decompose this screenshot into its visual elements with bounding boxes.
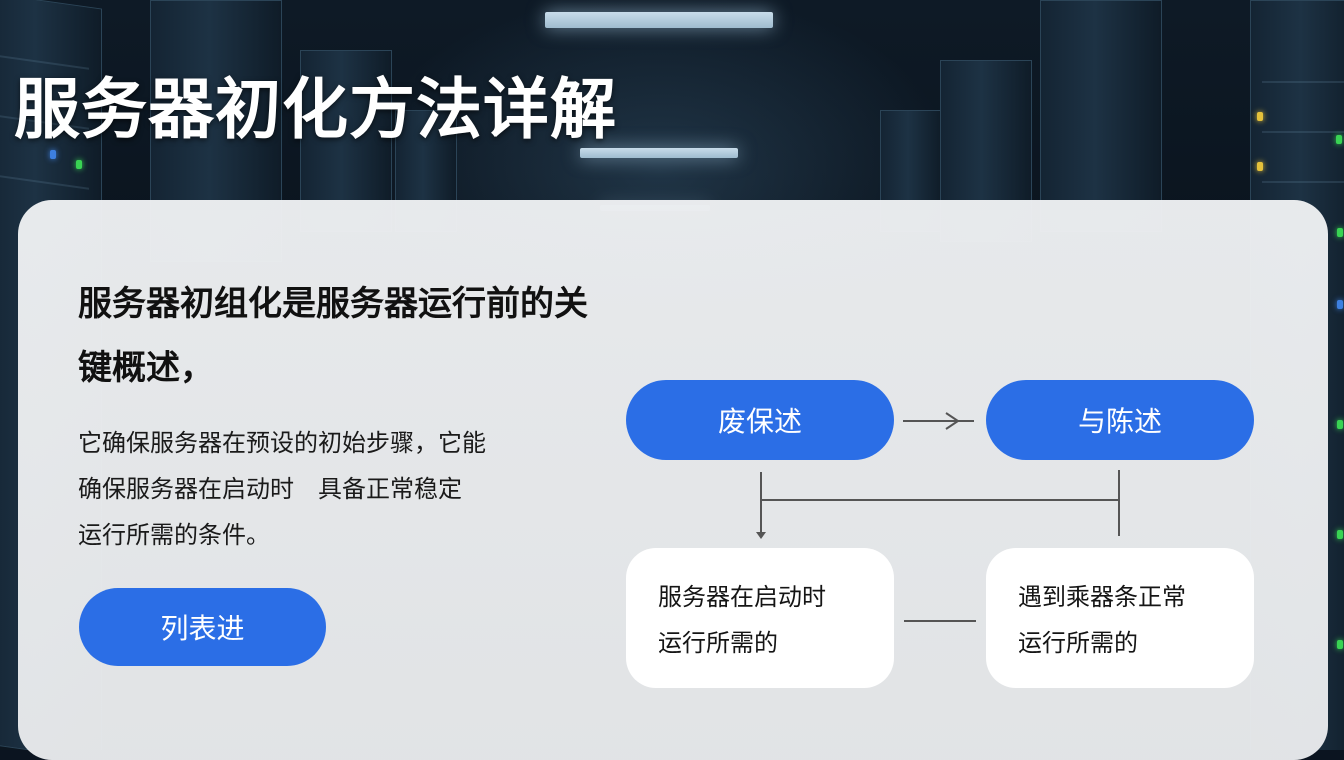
- ceiling-light: [545, 12, 773, 28]
- status-led: [50, 150, 56, 159]
- card-line: 运行所需的: [658, 629, 778, 657]
- body-line: 运行所需的条件。: [78, 521, 270, 549]
- card-line: 服务器在启动时: [658, 583, 826, 611]
- section-heading: 服务器初组化是服务器运行前的关 键概述，: [78, 272, 698, 400]
- diagram-node-4[interactable]: 遇到乘器条正常 运行所需的: [986, 548, 1254, 688]
- status-led: [76, 160, 82, 169]
- content-panel: 服务器初组化是服务器运行前的关 键概述， 它确保服务器在预设的初始步骤，它能 确…: [18, 200, 1328, 760]
- server-rack: [1040, 0, 1162, 232]
- heading-line: 键概述，: [78, 348, 214, 388]
- body-line: 确保服务器在启动时 具备正常稳定: [78, 475, 462, 503]
- arrow-down-icon: [756, 532, 766, 539]
- status-led: [1257, 112, 1263, 121]
- diagram-node-3[interactable]: 服务器在启动时 运行所需的: [626, 548, 894, 688]
- ceiling-light: [580, 148, 738, 158]
- status-led: [1336, 135, 1342, 144]
- status-led: [1337, 420, 1343, 429]
- card-line: 运行所需的: [1018, 629, 1138, 657]
- status-led: [1257, 162, 1263, 171]
- body-line: 它确保服务器在预设的初始步骤，它能: [78, 429, 486, 457]
- status-led: [1337, 640, 1343, 649]
- diagram-connectors: [756, 412, 1120, 622]
- diagram-node-2[interactable]: 与陈述: [986, 380, 1254, 460]
- heading-line: 服务器初组化是服务器运行前的关: [78, 284, 588, 324]
- status-led: [1337, 228, 1343, 237]
- status-led: [1337, 300, 1343, 309]
- card-line: 遇到乘器条正常: [1018, 583, 1186, 611]
- page-title: 服务器初化方法详解: [14, 71, 617, 148]
- cta-button[interactable]: 列表进: [79, 588, 326, 666]
- diagram-node-1[interactable]: 废保述: [626, 380, 894, 460]
- status-led: [1337, 530, 1343, 539]
- description-text: 它确保服务器在预设的初始步骤，它能 确保服务器在启动时 具备正常稳定 运行所需的…: [78, 420, 578, 558]
